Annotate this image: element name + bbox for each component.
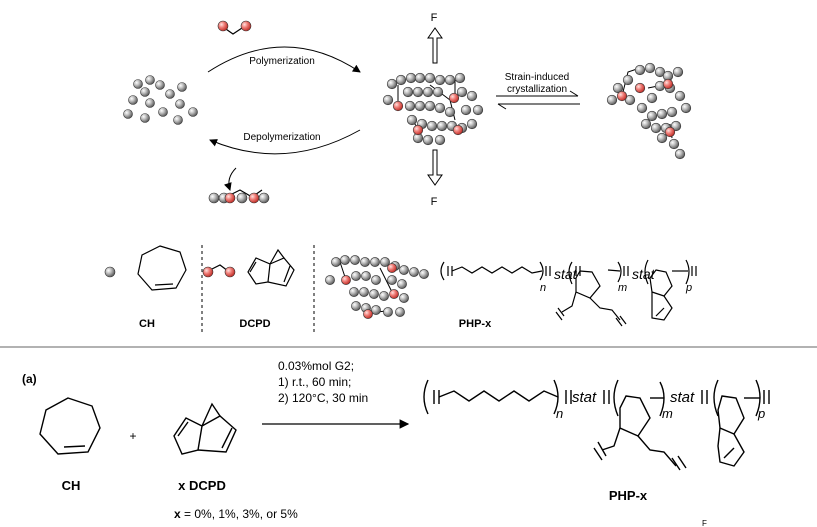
legend-php-label: PHP-x <box>459 318 492 330</box>
dcpd-structure-large <box>173 402 237 455</box>
polymerization-label: Polymerization <box>249 56 315 67</box>
polymerization-arrow <box>207 46 361 73</box>
product-m-subscript: m <box>662 406 673 421</box>
legend-p-subscript: p <box>685 282 692 294</box>
scheme-label-a: (a) <box>22 372 37 386</box>
product-polymer-formula <box>423 379 770 471</box>
stray-mark: F <box>702 519 707 527</box>
scheme-ch-label: CH <box>62 478 81 493</box>
scheme-x-bold: x <box>174 507 181 521</box>
crosslinked-network-center <box>382 72 484 146</box>
product-n-subscript: n <box>556 406 563 421</box>
depolymerization-label: Depolymerization <box>243 132 320 143</box>
depolymerization-arrow <box>209 129 361 155</box>
crystallized-network <box>606 62 692 160</box>
plus-sign: + <box>129 429 136 443</box>
cycloheptene-structure-small <box>137 245 187 291</box>
legend-stat-1: stat <box>554 266 578 282</box>
product-stat-1: stat <box>572 389 597 406</box>
strain-label-line1: Strain-induced <box>505 72 569 83</box>
scheme-x-values: x = 0%, 1%, 3%, or 5% <box>174 507 298 521</box>
legend-polymer-formula <box>440 259 697 327</box>
depolymerized-chain-icon <box>208 167 270 204</box>
legend-dcpd-label: DCPD <box>239 318 270 330</box>
condition-line-3: 2) 120°C, 30 min <box>278 391 368 405</box>
legend-crosslinker-icon <box>202 264 236 278</box>
strain-label-line2: crystallization <box>507 84 567 95</box>
scheme-label-a-text: (a) <box>22 372 37 386</box>
scheme-x-rest: = 0%, 1%, 3%, or 5% <box>181 507 298 521</box>
monomer-cluster <box>123 75 198 125</box>
force-arrow-down <box>427 149 443 186</box>
force-label-bottom: F <box>431 196 438 208</box>
condition-line-1: 0.03%mol G2; <box>278 359 354 373</box>
legend-network <box>325 255 429 319</box>
legend-bead-icon <box>104 266 116 278</box>
dcpd-structure-small <box>247 248 295 287</box>
force-arrow-up <box>427 27 443 64</box>
crosslinker-icon-top <box>217 20 252 35</box>
condition-line-2: 1) r.t., 60 min; <box>278 375 351 389</box>
legend-stat-2: stat <box>632 266 656 282</box>
product-stat-2: stat <box>670 389 695 406</box>
force-label-top: F <box>431 12 438 24</box>
cycloheptene-structure-large <box>39 397 101 455</box>
scheme-dcpd-label: x DCPD <box>178 478 226 493</box>
legend-ch-label: CH <box>139 318 155 330</box>
equilibrium-arrows <box>496 90 580 110</box>
legend-m-subscript: m <box>618 282 627 294</box>
scheme-php-label: PHP-x <box>609 488 648 503</box>
legend-n-subscript: n <box>540 282 546 294</box>
product-p-subscript: p <box>757 406 765 421</box>
